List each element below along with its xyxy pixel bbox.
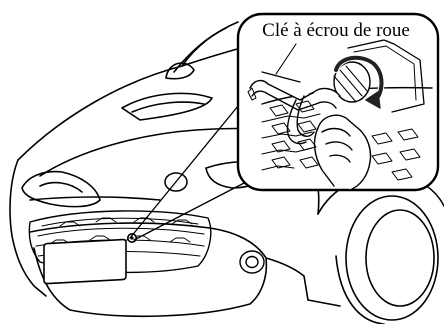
license-plate [44, 239, 126, 283]
callout-leader [130, 106, 246, 240]
headlight-left [22, 172, 100, 207]
hood-outline [18, 46, 258, 160]
callout-label: Clé à écrou de roue [238, 20, 434, 42]
fog-lamp [240, 251, 264, 273]
a-pillar [182, 22, 238, 66]
front-tire [346, 196, 438, 320]
hood-vent [122, 93, 212, 120]
